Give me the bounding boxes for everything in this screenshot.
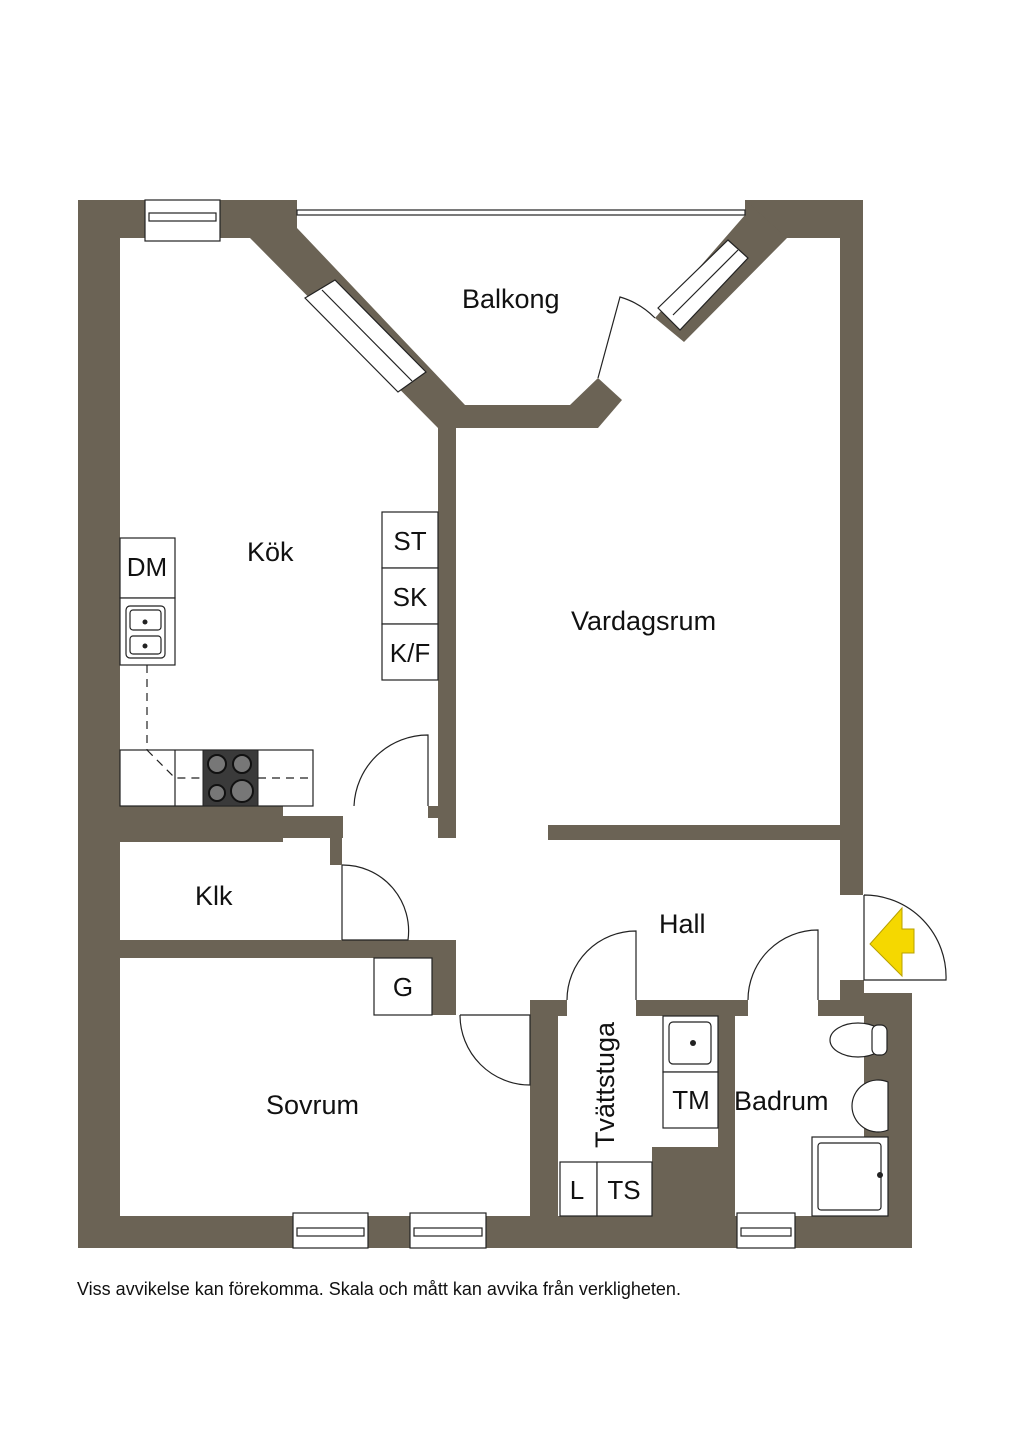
room-label-badrum: Badrum <box>734 1086 829 1116</box>
room-label-vardagsrum: Vardagsrum <box>571 606 716 636</box>
fixture-label-g: G <box>393 972 413 1002</box>
laundry-fixtures <box>559 1015 719 1217</box>
fixture-label-sk: SK <box>393 582 428 612</box>
room-label-kok: Kök <box>247 537 294 567</box>
fixture-label-ts: TS <box>607 1175 640 1205</box>
washbasin-icon <box>851 1079 889 1133</box>
closet-door <box>341 864 410 941</box>
dishwasher <box>119 537 176 599</box>
doors <box>341 296 947 1086</box>
disclaimer-text: Viss avvikelse kan förekomma. Skala och … <box>77 1279 681 1299</box>
kitchen-door <box>353 734 429 807</box>
balcony-door <box>597 296 656 379</box>
wardrobe <box>373 957 433 1016</box>
room-label-hall: Hall <box>659 909 706 939</box>
fixture-label-st: ST <box>393 526 426 556</box>
room-label-tvattstuga: Tvättstuga <box>590 1021 620 1148</box>
fixture-label-l: L <box>570 1175 584 1205</box>
fixture-label-dm: DM <box>127 552 167 582</box>
bathroom-fixtures <box>811 1022 889 1217</box>
room-label-sovrum: Sovrum <box>266 1090 359 1120</box>
entrance-door[interactable] <box>863 894 947 981</box>
balcony-railing <box>296 209 746 216</box>
laundry-door <box>566 930 637 1001</box>
fixture-label-kf: K/F <box>390 638 430 668</box>
entrance-arrow-icon <box>869 906 915 978</box>
fixture-label-tm: TM <box>672 1085 710 1115</box>
bathroom-door <box>747 929 819 1001</box>
kitchen-fixtures <box>119 511 439 807</box>
room-label-klk: Klk <box>195 881 233 911</box>
windows <box>144 199 796 1249</box>
bedroom-door <box>459 1014 531 1086</box>
room-label-balkong: Balkong <box>462 284 560 314</box>
